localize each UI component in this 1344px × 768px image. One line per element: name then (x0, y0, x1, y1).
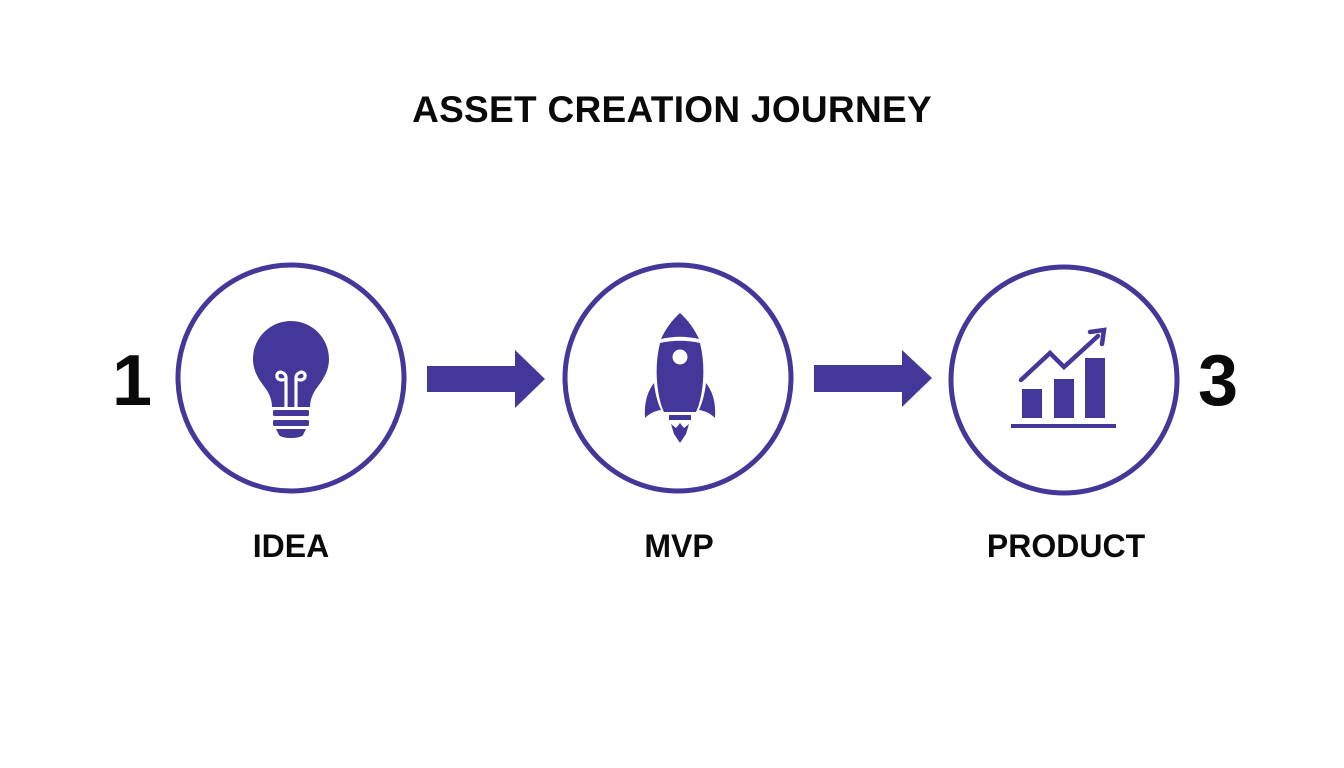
stage-label-idea: IDEA (252, 528, 330, 564)
stage-product (948, 264, 1180, 496)
arrow-right-icon (427, 350, 545, 408)
diagram-title: ASSET CREATION JOURNEY (412, 89, 932, 130)
rocket-icon (644, 313, 716, 443)
growth-chart-icon (1011, 327, 1116, 428)
stage-circle (562, 262, 794, 494)
stage-number-start: 1 (112, 341, 153, 421)
stage-idea (175, 262, 407, 494)
stage-label-product: PRODUCT (986, 528, 1146, 564)
arrow-right-icon (814, 350, 932, 407)
lightbulb-icon (253, 321, 329, 438)
stage-circle (175, 262, 407, 494)
stage-label-mvp: MVP (644, 528, 714, 564)
stage-mvp (562, 262, 794, 494)
stage-number-end: 3 (1198, 341, 1239, 421)
stage-circle (948, 264, 1180, 496)
